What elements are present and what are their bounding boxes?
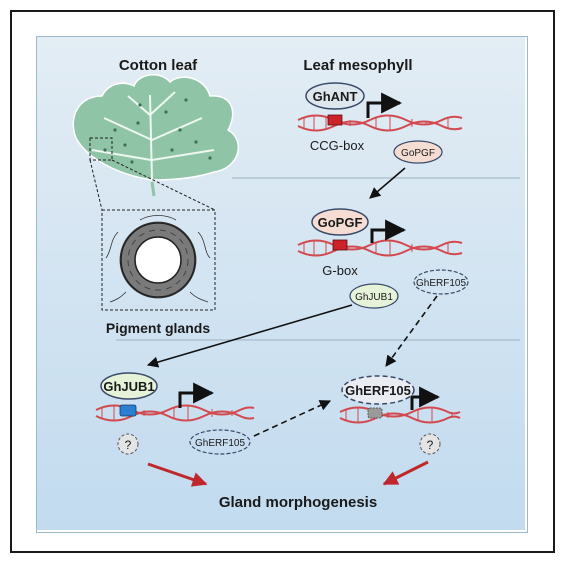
gherf105-target: [413, 269, 469, 295]
pigment-gland-icon: [105, 215, 211, 303]
zoom-line-right: [111, 159, 216, 211]
unknown-factor-left: [117, 433, 139, 455]
ccg-box-label: CCG-box: [310, 138, 365, 153]
red-arrow-right: [382, 460, 429, 486]
gland-inset-frame: [101, 209, 216, 311]
gherf105-target-left: [189, 429, 251, 455]
diagram-panel: [36, 36, 528, 533]
arrow-gherf105-cross: [253, 400, 332, 437]
ghjub1-target-label: GhJUB1: [355, 292, 393, 303]
arrow-gopgf-to-section2: [369, 167, 406, 199]
ghjub1-binding-element: [119, 404, 137, 417]
gherf105-target-label: GhERF105: [416, 278, 466, 289]
g-box-element: [332, 239, 348, 251]
gopgf-target-1: [393, 140, 443, 164]
promoter-arrow-4: [410, 386, 441, 410]
promoter-arrow-1: [366, 92, 403, 118]
promoter-arrow-2: [370, 219, 407, 243]
gherf105-protein: [341, 375, 415, 405]
dna-strand-4: [339, 406, 461, 424]
dna-strand-2: [297, 239, 463, 257]
ghant-protein: [305, 82, 365, 110]
gopgf-label: GoPGF: [318, 215, 363, 230]
outcome-label: Gland morphogenesis: [219, 494, 377, 511]
gopgf-target-label: GoPGF: [401, 148, 435, 159]
ghjub1-protein: [100, 372, 158, 400]
zoom-line-left: [89, 159, 103, 211]
cotton-leaf-title: Cotton leaf: [119, 57, 198, 74]
gopgf-protein: [311, 208, 369, 236]
promoter-arrow-3: [178, 382, 215, 408]
ghant-label: GhANT: [313, 89, 358, 104]
unknown-right-label: ?: [427, 438, 434, 452]
gherf105-target-left-label: GhERF105: [195, 438, 245, 449]
red-arrow-left: [147, 462, 208, 487]
leaf-mesophyll-title: Leaf mesophyll: [303, 57, 412, 74]
arrow-ghjub1-to-left: [146, 304, 353, 368]
ccg-box-element: [327, 114, 343, 126]
gherf105-label: GhERF105: [345, 383, 411, 398]
arrow-gherf105-to-right: [385, 295, 438, 367]
pigment-glands-caption: Pigment glands: [106, 320, 210, 336]
cotton-leaf-icon: [72, 74, 239, 197]
g-box-label: G-box: [322, 263, 358, 278]
gherf105-binding-element: [367, 407, 383, 419]
unknown-left-label: ?: [125, 438, 132, 452]
ghjub1-target: [349, 283, 399, 309]
unknown-factor-right: [419, 433, 441, 455]
ghjub1-label: GhJUB1: [103, 379, 154, 394]
